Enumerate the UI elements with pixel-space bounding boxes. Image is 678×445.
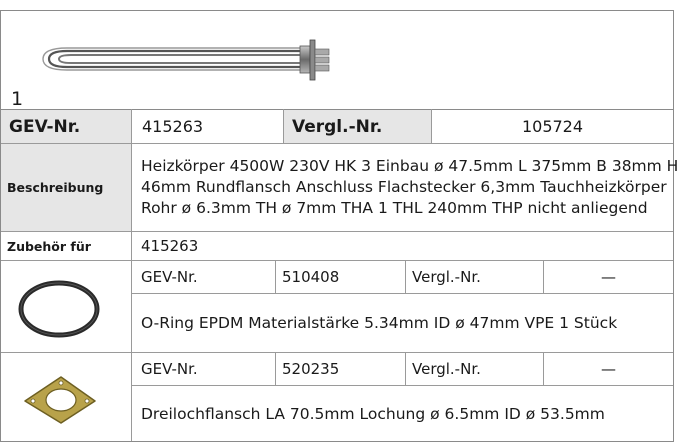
accessory-label-cell: Zubehör für <box>7 238 91 254</box>
acc2-gev-label: GEV-Nr. <box>141 360 198 378</box>
item-index: 1 <box>11 88 24 110</box>
gev-value-cell: 415263 <box>142 117 204 136</box>
flange-image <box>15 371 125 429</box>
heating-element-icon <box>42 39 330 81</box>
description-cell: Heizkörper 4500W 230V HK 3 Einbau ø 47.5… <box>132 144 678 231</box>
acc2-gev-value: 520235 <box>282 360 340 378</box>
o-ring-image <box>11 279 121 339</box>
product-table: 1 GEV-Nr. 415263 Vergl.-Nr. 105724 <box>0 10 678 442</box>
description-text: Heizkörper 4500W 230V HK 3 Einbau ø 47.5… <box>141 157 678 217</box>
acc2-vergl-label: Vergl.-Nr. <box>412 360 481 378</box>
o-ring-icon <box>18 280 100 338</box>
acc1-gev-value: 510408 <box>282 268 340 286</box>
acc1-description: O-Ring EPDM Materialstärke 5.34mm ID ø 4… <box>141 314 618 332</box>
acc2-vergl-value: — <box>601 360 616 378</box>
flange-icon <box>24 376 96 424</box>
acc1-gev-label: GEV-Nr. <box>141 268 198 286</box>
accessory-value-cell: 415263 <box>141 237 199 255</box>
acc2-description: Dreilochflansch LA 70.5mm Lochung ø 6.5m… <box>141 404 605 423</box>
heating-element-image <box>37 37 337 85</box>
vergl-label-cell: Vergl.-Nr. <box>284 110 431 143</box>
gev-label-cell: GEV-Nr. <box>1 110 131 143</box>
acc1-vergl-value: — <box>601 268 616 286</box>
acc1-vergl-label: Vergl.-Nr. <box>412 268 481 286</box>
description-label-cell: Beschreibung <box>1 144 131 231</box>
vergl-value-cell: 105724 <box>521 117 584 136</box>
